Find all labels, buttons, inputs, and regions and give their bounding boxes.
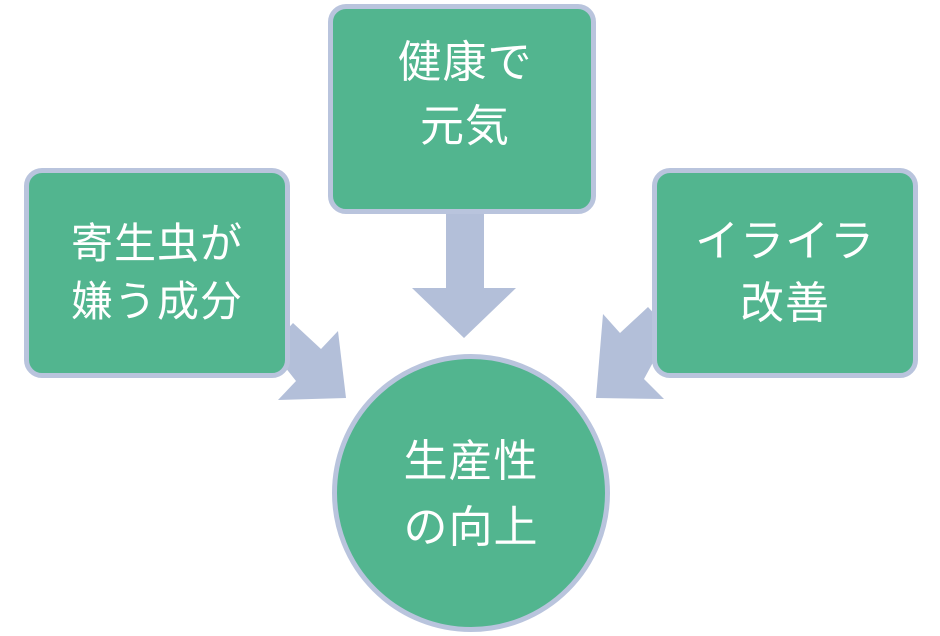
arrow-top-to-center [412,214,516,338]
node-parasite-repellent: 寄生虫が 嫌う成分 [24,168,290,378]
node-right-line-2: 改善 [740,278,830,329]
node-right-line-1: イライラ [695,216,875,267]
node-irritation-improvement: イライラ 改善 [652,168,918,378]
arrow-right-to-center [596,307,670,399]
node-center-line-2: の向上 [403,502,539,553]
node-left-line-1: 寄生虫が [70,219,243,268]
node-top-line-2: 元気 [420,101,510,152]
node-top-line-1: 健康で [397,37,533,88]
node-productivity-improvement: 生産性 の向上 [332,354,610,632]
node-healthy-energetic: 健康で 元気 [328,4,596,214]
node-center-line-1: 生産性 [403,436,539,487]
node-left-line-2: 嫌う成分 [70,277,243,326]
